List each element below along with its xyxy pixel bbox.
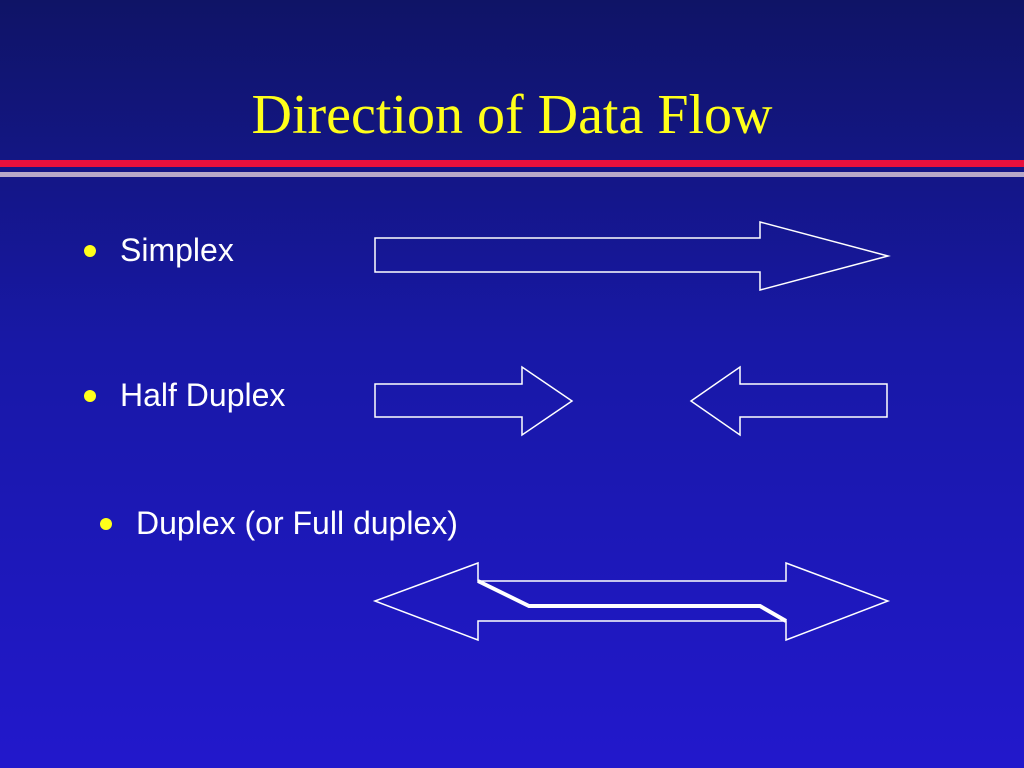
bullet-dot: [84, 389, 96, 402]
title-rule-gray: [0, 172, 1024, 177]
bullet-item-duplex: Duplex (or Full duplex): [100, 505, 458, 542]
bullet-item-half-duplex: Half Duplex: [84, 377, 285, 414]
half-duplex-left-arrow-icon: [689, 365, 888, 437]
bullet-item-simplex: Simplex: [84, 232, 234, 269]
bullet-dot: [100, 517, 112, 530]
duplex-crossover-line-icon: [477, 579, 787, 623]
bullet-label-half-duplex: Half Duplex: [120, 377, 286, 413]
duplex-double-arrow-icon: [372, 561, 891, 642]
simplex-right-arrow-icon: [374, 221, 891, 291]
bullet-label-duplex: Duplex (or Full duplex): [136, 505, 458, 541]
bullet-dot: [84, 244, 96, 257]
slide-title: Direction of Data Flow: [251, 84, 773, 146]
bullet-label-simplex: Simplex: [120, 232, 234, 268]
half-duplex-right-arrow-icon: [374, 365, 574, 437]
title-rule-red: [0, 160, 1024, 167]
